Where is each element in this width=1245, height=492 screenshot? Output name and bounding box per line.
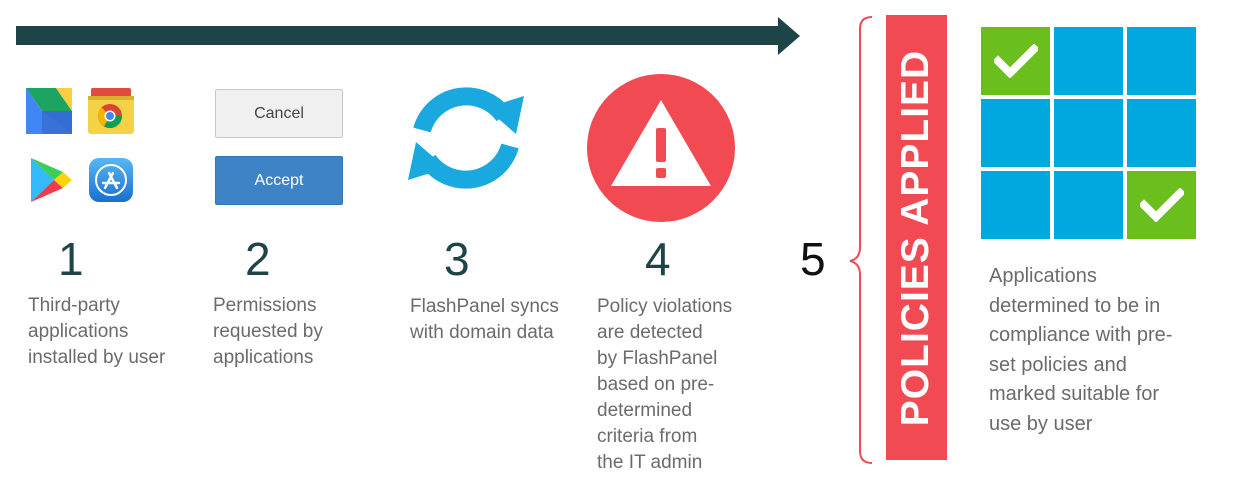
step-number-2: 2 — [245, 233, 271, 285]
google-drive-icon — [26, 88, 72, 134]
step-number-1: 1 — [58, 233, 84, 285]
step-5-caption: Applications determined to be in complia… — [989, 265, 1173, 435]
step-2-caption: Permissions requested by applications — [213, 295, 323, 368]
sync-icon — [408, 87, 524, 189]
warning-icon — [587, 74, 735, 222]
accept-button[interactable]: Accept — [215, 156, 343, 205]
checkmark-icon — [1139, 188, 1184, 222]
grid-tile — [1054, 171, 1123, 239]
grid-tile — [1127, 99, 1196, 167]
step-number-3: 3 — [444, 233, 470, 285]
compliance-grid — [981, 27, 1196, 240]
grid-tile — [981, 171, 1050, 239]
google-play-icon — [31, 158, 72, 202]
checkmark-icon — [993, 44, 1038, 78]
app-store-icon — [89, 158, 133, 202]
grid-tile — [981, 99, 1050, 167]
grid-tile — [1127, 27, 1196, 95]
bracket — [849, 16, 873, 464]
timeline-arrow-shaft — [16, 26, 780, 45]
cancel-button[interactable]: Cancel — [215, 89, 343, 138]
grid-tile-checked — [1127, 171, 1196, 239]
chrome-web-store-icon — [88, 88, 134, 134]
step-3-caption: FlashPanel syncs with domain data — [410, 296, 559, 343]
step-number-4: 4 — [645, 233, 671, 285]
step-4-caption: Policy violations are detected by FlashP… — [597, 296, 733, 473]
step-1-caption: Third-party applications installed by us… — [28, 295, 166, 368]
grid-tile — [1054, 99, 1123, 167]
policies-applied-label: POLICIES APPLIED — [894, 49, 938, 426]
grid-tile-checked — [981, 27, 1050, 95]
grid-tile — [1054, 27, 1123, 95]
step-number-5: 5 — [800, 233, 826, 285]
timeline-arrow-head — [778, 17, 800, 55]
policies-applied-banner: POLICIES APPLIED — [886, 15, 947, 460]
